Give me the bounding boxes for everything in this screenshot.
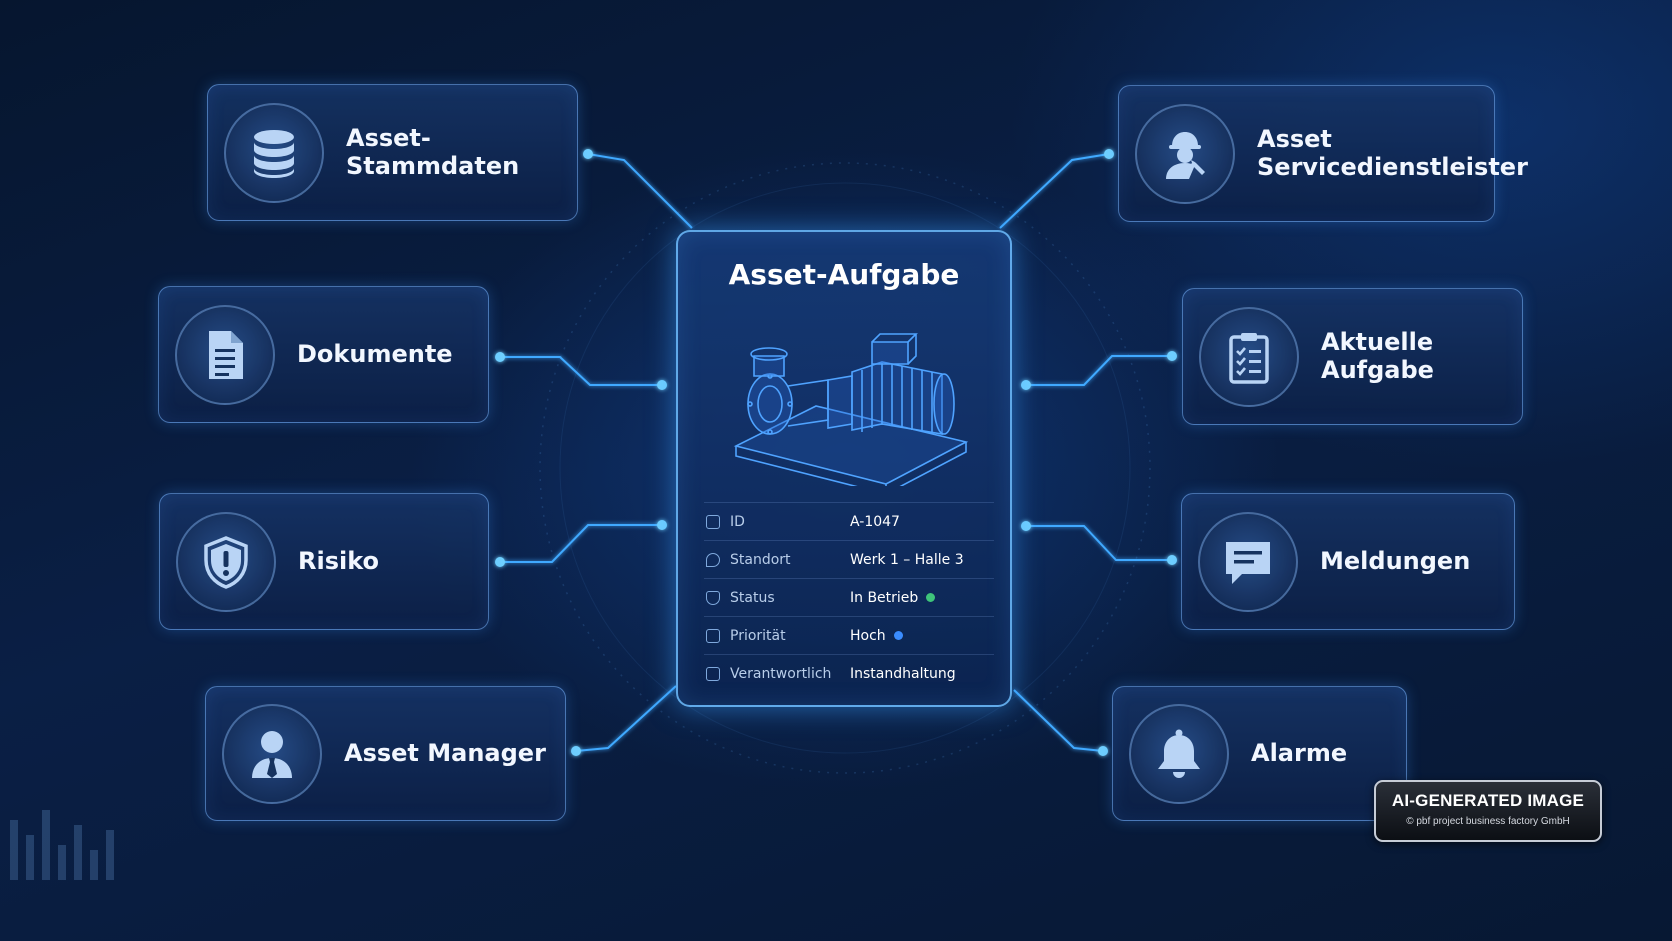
worker-icon — [1166, 131, 1205, 179]
location-icon — [706, 552, 720, 567]
badge-subtitle: © pbf project business factory GmbH — [1406, 816, 1570, 827]
badge-title: AI-GENERATED IMAGE — [1391, 791, 1585, 810]
node-label: Meldungen — [1320, 546, 1471, 575]
pump-icon — [733, 333, 969, 486]
info-value: Instandhaltung — [850, 666, 956, 682]
wire-dot — [1167, 555, 1177, 565]
ai-generated-badge: AI-GENERATED IMAGE © pbf project busines… — [1374, 780, 1602, 842]
clipboard-icon-circle — [1199, 306, 1299, 407]
info-value-text: A-1047 — [850, 513, 900, 530]
node-label: Risiko — [298, 546, 380, 575]
node-alarme[interactable]: Alarme — [1112, 686, 1407, 821]
wire-dot — [1098, 746, 1108, 756]
wire-dienstleister — [999, 153, 1110, 229]
wire-risiko — [500, 524, 662, 563]
wire-manager — [575, 685, 677, 752]
info-table: ID A-1047 Standort Werk 1 – Halle 3 Stat… — [704, 502, 994, 692]
asset-task-card[interactable]: Asset-Aufgabe ID A-1047 Standort Werk 1 … — [676, 230, 1012, 707]
card-title: Asset-Aufgabe — [728, 258, 960, 291]
shield-status-icon — [706, 590, 720, 605]
node-dokumente[interactable]: Dokumente — [158, 286, 489, 423]
person-icon — [252, 730, 292, 778]
info-key: ID — [730, 513, 745, 530]
wire-dot — [583, 149, 593, 159]
wire-dot — [571, 746, 581, 756]
node-label: Asset Servicedienstleister — [1257, 124, 1528, 181]
database-icon — [254, 129, 294, 178]
node-label: Alarme — [1251, 738, 1348, 767]
info-value-text: Instandhaltung — [850, 665, 956, 682]
shield-warning-icon — [204, 535, 248, 589]
document-icon — [209, 330, 243, 379]
info-row-prioritaet: Priorität Hoch — [704, 616, 994, 654]
wire-dot — [657, 380, 667, 390]
priority-dot — [893, 631, 903, 640]
info-value-text: Hoch — [850, 627, 886, 644]
info-key: Status — [730, 589, 775, 606]
info-row-id: ID A-1047 — [704, 502, 994, 540]
shield-icon-circle — [176, 511, 276, 612]
info-row-status: Status In Betrieb — [704, 578, 994, 616]
wire-dot — [657, 520, 667, 530]
info-value-text: In Betrieb — [850, 589, 919, 606]
info-key: Priorität — [730, 627, 786, 644]
node-asset-manager[interactable]: Asset Manager — [205, 686, 566, 821]
info-value-text: Werk 1 – Halle 3 — [850, 551, 964, 568]
info-row-verantwortlich: Verantwortlich Instandhaltung — [704, 654, 994, 692]
node-aktuelle-aufgabe[interactable]: Aktuelle Aufgabe — [1182, 288, 1523, 425]
info-value: Hoch — [850, 628, 903, 644]
node-asset-stammdaten[interactable]: Asset-Stammdaten — [207, 84, 578, 221]
wire-dokumente — [500, 356, 662, 386]
person-icon-circle — [222, 703, 322, 804]
wire-dot — [1021, 521, 1031, 531]
chat-icon — [1226, 541, 1270, 584]
node-label: Asset Manager — [344, 738, 546, 767]
bell-icon — [1158, 729, 1200, 778]
node-label: Asset-Stammdaten — [346, 123, 520, 180]
info-value: Werk 1 – Halle 3 — [850, 552, 964, 568]
wire-dot — [495, 352, 505, 362]
node-risiko[interactable]: Risiko — [159, 493, 489, 630]
node-asset-servicedienstleister[interactable]: Asset Servicedienstleister — [1118, 85, 1528, 222]
wire-stammdaten — [587, 153, 693, 229]
info-row-standort: Standort Werk 1 – Halle 3 — [704, 540, 994, 578]
info-key: Verantwortlich — [730, 665, 832, 682]
wire-aufgabe — [1026, 355, 1172, 386]
wire-dot — [1021, 380, 1031, 390]
wire-dot — [1104, 149, 1114, 159]
responsible-icon — [706, 666, 720, 681]
wire-dot — [1167, 351, 1177, 361]
id-icon — [706, 514, 720, 529]
wire-alarme — [1013, 689, 1104, 752]
status-dot — [926, 593, 936, 602]
node-label: Aktuelle Aufgabe — [1321, 327, 1434, 384]
wire-meldungen — [1026, 525, 1172, 561]
document-icon-circle — [175, 304, 275, 405]
chat-icon-circle — [1198, 511, 1298, 612]
info-key: Standort — [730, 551, 791, 568]
lock-priority-icon — [706, 628, 720, 643]
worker-icon-circle — [1135, 103, 1235, 204]
info-value: A-1047 — [850, 514, 900, 530]
node-label: Dokumente — [297, 339, 453, 368]
clipboard-icon — [1229, 332, 1269, 384]
node-meldungen[interactable]: Meldungen — [1181, 493, 1515, 630]
info-value: In Betrieb — [850, 589, 936, 606]
wire-dot — [495, 557, 505, 567]
database-icon-circle — [224, 102, 324, 203]
bell-icon-circle — [1129, 703, 1229, 804]
